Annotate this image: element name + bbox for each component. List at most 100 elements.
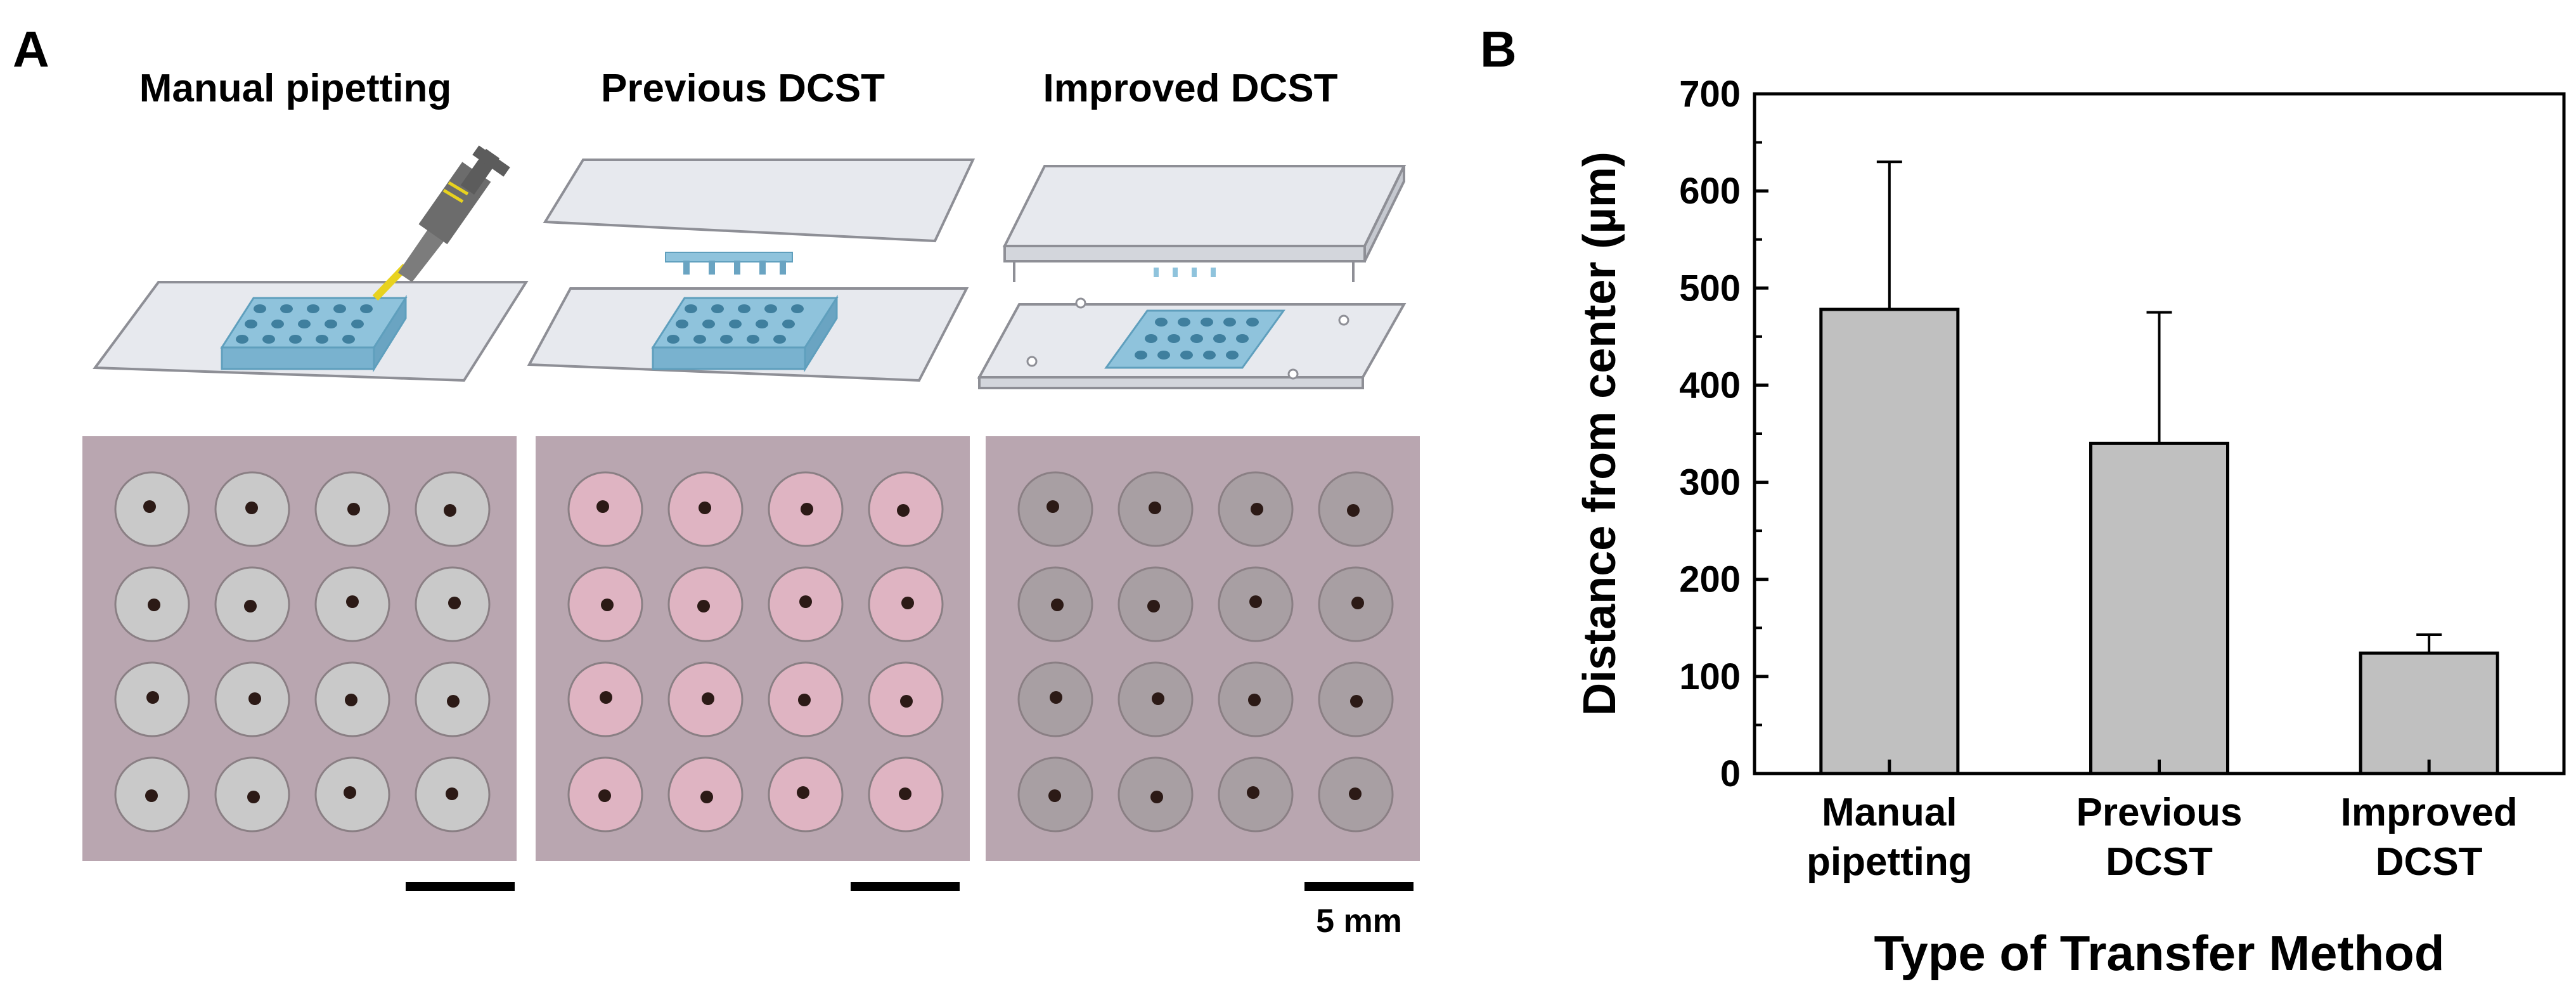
spheroid (1349, 787, 1362, 800)
chip-well (693, 335, 706, 344)
chip-well (351, 320, 364, 328)
spheroid (247, 791, 260, 803)
chip-well (702, 320, 715, 328)
chip-well (325, 320, 337, 328)
chip-well (676, 320, 688, 328)
spheroid (444, 504, 456, 517)
chip-well (782, 320, 795, 328)
y-tick-label: 300 (1679, 462, 1741, 503)
spheroid (146, 691, 159, 704)
spheroid (145, 789, 158, 802)
chip-well (236, 335, 248, 344)
y-tick-label: 200 (1679, 559, 1741, 600)
spheroid (346, 595, 359, 608)
spheroid (345, 694, 357, 706)
column-title-1: Manual pipetting (139, 67, 452, 110)
bar-chart: 0100200300400500600700ManualpipettingPre… (1575, 74, 2566, 981)
chip-well (307, 304, 319, 313)
spheroid (901, 597, 914, 609)
spheroid (244, 600, 257, 612)
chip-well (1180, 351, 1193, 359)
bar (2359, 651, 2499, 775)
chip-well (756, 320, 768, 328)
spheroid (702, 692, 714, 705)
chip-well (271, 320, 284, 328)
chip-well (1236, 334, 1249, 343)
spheroid (798, 694, 811, 706)
scale-bar-2 (851, 882, 960, 891)
pipette-icon (372, 145, 510, 301)
spheroid (248, 692, 261, 705)
spheroid (1150, 791, 1163, 803)
chip-well (747, 335, 759, 344)
spheroid (700, 791, 713, 803)
y-axis-label: Distance from center (µm) (1575, 152, 1625, 716)
panel-a-letter: A (13, 21, 49, 77)
chip-well (1226, 351, 1239, 359)
column-title-3: Improved DCST (1043, 67, 1337, 110)
spheroid (344, 786, 356, 799)
chip-well (262, 335, 275, 344)
chip-well (1157, 351, 1170, 359)
spheroid (1347, 504, 1360, 517)
chip-well (791, 304, 804, 313)
chip-well (254, 304, 266, 313)
spheroid (699, 502, 711, 514)
chip-well (1168, 334, 1180, 343)
spheroid (797, 786, 809, 799)
bar (1819, 308, 1960, 775)
chip-well (738, 304, 750, 313)
chip-well (342, 335, 355, 344)
spheroid (1051, 599, 1064, 611)
chip-well (1223, 318, 1236, 327)
scale-bar-3 (1304, 882, 1414, 891)
spheroid (1050, 691, 1062, 704)
chip-well (333, 304, 346, 313)
chip-well (729, 320, 742, 328)
spheroid (1350, 695, 1363, 708)
spheroid (801, 503, 813, 515)
chip-well (1178, 318, 1190, 327)
chip-well (773, 335, 786, 344)
spheroid (1247, 786, 1259, 799)
bar (2089, 441, 2229, 775)
chip-well (298, 320, 311, 328)
chip-well (720, 335, 733, 344)
y-tick-label: 700 (1679, 74, 1741, 115)
spheroid (799, 595, 812, 608)
x-tick-label: pipetting (1806, 840, 1973, 884)
spheroid (143, 500, 156, 513)
schematic-manual-pipetting (93, 145, 529, 382)
schematic-improved-dcst (977, 165, 1407, 389)
chip-well (289, 335, 302, 344)
x-tick-label: Improved (2341, 791, 2518, 834)
panel-b-letter: B (1480, 21, 1517, 77)
spheroid (347, 503, 360, 515)
spheroid (897, 504, 910, 517)
spheroid (601, 599, 614, 611)
chip-well (1145, 334, 1157, 343)
chip-well (711, 304, 724, 313)
spheroid (148, 599, 160, 611)
spheroid (697, 600, 710, 612)
spheroid (1147, 600, 1160, 612)
column-title-2: Previous DCST (601, 67, 885, 110)
x-tick-label: Manual (1822, 791, 1957, 834)
x-axis-label: Type of Transfer Method (1874, 925, 2445, 981)
chip-well (1201, 318, 1213, 327)
x-tick-label: DCST (2376, 840, 2483, 884)
schematic-previous-dcst (527, 159, 976, 382)
scale-bar-1 (406, 882, 515, 891)
spheroid (1248, 694, 1261, 706)
spheroid (900, 695, 913, 708)
spheroid (1249, 595, 1262, 608)
chip-well (1246, 318, 1259, 327)
chip-well (1203, 351, 1216, 359)
y-tick-label: 500 (1679, 268, 1741, 309)
chip-well (667, 335, 679, 344)
spheroid (1251, 503, 1263, 515)
spheroid (596, 500, 609, 513)
x-tick-label: Previous (2077, 791, 2243, 834)
chip-well (1213, 334, 1226, 343)
